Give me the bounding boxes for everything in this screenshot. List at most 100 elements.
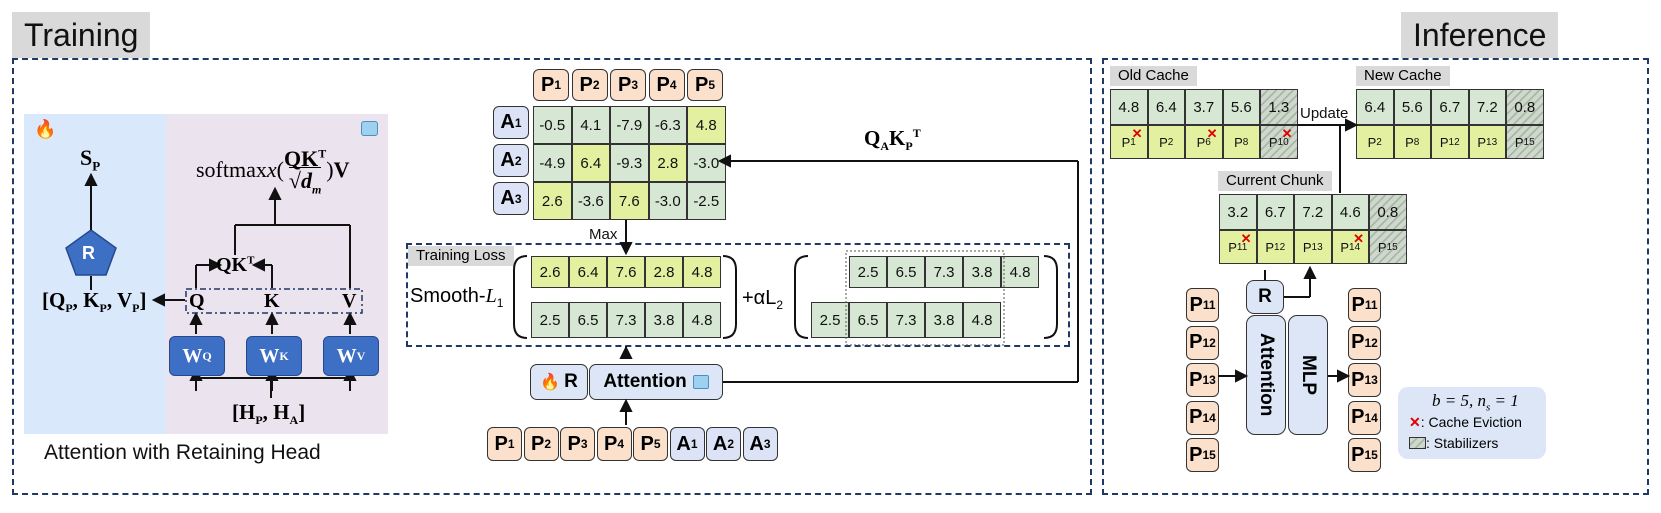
matrix-cell: 2.6 — [533, 182, 572, 220]
alpha-l2-label: +αL2 — [742, 287, 784, 312]
l2-row1-cell: 3.8 — [963, 256, 1001, 288]
inference-mlp-block: MLP — [1288, 315, 1328, 435]
current-chunk-tag: Current Chunk — [1218, 171, 1332, 191]
update-label: Update — [1300, 105, 1349, 122]
input-tuple: [HP, HA] — [232, 400, 306, 428]
loss-pred-cell: 2.8 — [645, 256, 683, 288]
l2-row2-cell: 6.5 — [849, 302, 887, 338]
training-title: Training — [12, 12, 151, 58]
matrix-cell: -2.5 — [687, 182, 726, 220]
l2-row2-cell: 7.3 — [887, 302, 925, 338]
matrix-cell: -3.0 — [648, 182, 687, 220]
l2-row2-cell: 2.5 — [811, 302, 849, 338]
l2-row1-cell: 2.5 — [849, 256, 887, 288]
loss-pred-cell: 7.6 — [607, 256, 645, 288]
l2-row1-cell: 7.3 — [925, 256, 963, 288]
new-cache-tag: New Cache — [1356, 66, 1450, 86]
old-cache-tag: Old Cache — [1110, 66, 1197, 86]
cache-eviction-x-icon: ✕ — [1353, 231, 1364, 246]
matrix-cell: -9.3 — [610, 144, 649, 182]
matrix-cell: -7.9 — [610, 106, 649, 144]
legend-equation: b = 5, ns = 1 — [1432, 391, 1519, 414]
l2-row2-cell: 3.8 — [925, 302, 963, 338]
loss-pred-cell: 6.4 — [569, 256, 607, 288]
chunk-value-cell: 7.2 — [1294, 194, 1332, 230]
loss-target-cell: 4.8 — [683, 302, 721, 338]
qkv-tuple: [QP, KP, VP] — [42, 288, 147, 316]
max-label: Max — [589, 226, 618, 243]
new-cache-value-cell: 0.8 — [1506, 89, 1544, 125]
new-cache-value-cell: 6.7 — [1431, 89, 1469, 125]
l2-row1-cell: 4.8 — [1001, 256, 1039, 288]
ice-cube-icon — [361, 121, 378, 136]
retaining-head-R: R — [82, 243, 95, 263]
loss-target-cell: 6.5 — [569, 302, 607, 338]
x-mark-icon: ✕ — [1409, 414, 1421, 430]
stabilizer-swatch-icon — [1409, 437, 1426, 449]
matrix-cell: -4.9 — [533, 144, 572, 182]
new-cache-value-cell: 6.4 — [1356, 89, 1394, 125]
cache-eviction-x-icon: ✕ — [1131, 126, 1143, 141]
k-label: K — [264, 290, 280, 312]
left-caption: Attention with Retaining Head — [44, 441, 321, 464]
loss-target-cell: 7.3 — [607, 302, 645, 338]
chunk-value-cell: 3.2 — [1219, 194, 1257, 230]
inference-frame — [1102, 58, 1649, 495]
training-frame — [12, 58, 1092, 495]
fire-icon: 🔥 — [540, 374, 561, 391]
chunk-value-cell: 6.7 — [1256, 194, 1294, 230]
matrix-cell: 7.6 — [610, 182, 649, 220]
inference-attention-block: Attention — [1246, 315, 1286, 435]
l2-row1-cell: 6.5 — [887, 256, 925, 288]
loss-target-cell: 2.5 — [531, 302, 569, 338]
cache-eviction-x-icon: ✕ — [1240, 231, 1252, 246]
loss-pred-cell: 2.6 — [531, 256, 569, 288]
ice-cube-icon — [692, 375, 709, 389]
matrix-cell: 2.8 — [648, 144, 687, 182]
chunk-value-cell: 0.8 — [1369, 194, 1407, 230]
l2-row2-cell: 4.8 — [963, 302, 1001, 338]
smooth-l1-label: Smooth-L1 — [410, 285, 504, 310]
cache-eviction-x-icon: ✕ — [1281, 126, 1293, 141]
new-cache-value-cell: 7.2 — [1468, 89, 1506, 125]
output-score-label: SP — [80, 145, 101, 174]
loss-target-cell: 3.8 — [645, 302, 683, 338]
training-loss-tag: Training Loss — [408, 246, 514, 266]
old-cache-value-cell: 5.6 — [1222, 89, 1260, 125]
matrix-cell: -0.5 — [533, 106, 572, 144]
attention-block: Attention — [589, 364, 723, 400]
v-label: V — [342, 290, 357, 312]
